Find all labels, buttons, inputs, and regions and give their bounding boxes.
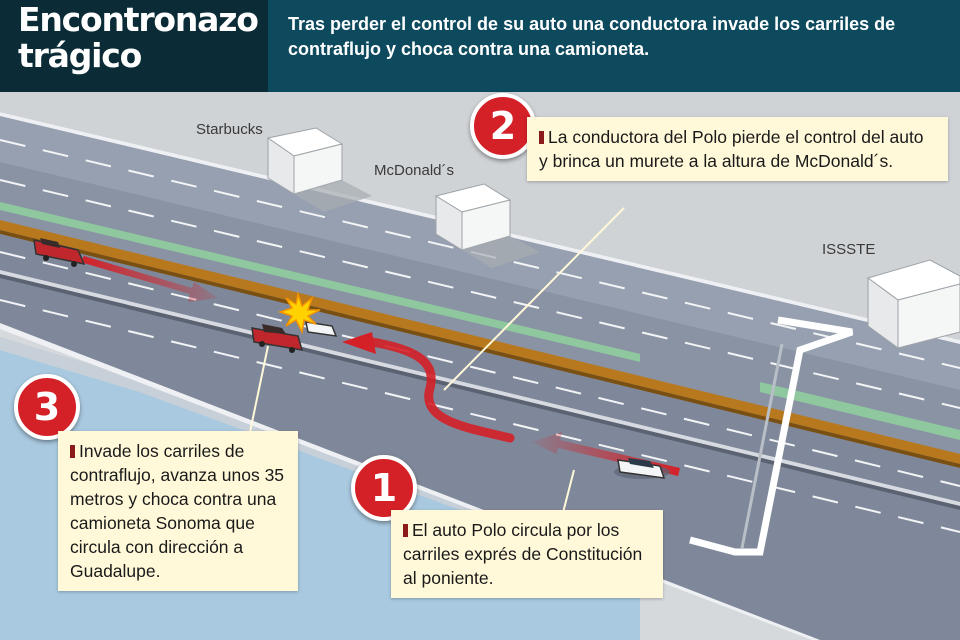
- place-label-mcdonalds: McDonald´s: [374, 162, 455, 179]
- trail-swerve: [367, 337, 515, 443]
- green-median: [0, 202, 640, 362]
- callout-step-2: La conductora del Polo pierde el control…: [527, 117, 948, 181]
- sonoma-truck-start: [33, 238, 86, 267]
- collision-burst-icon: [277, 291, 321, 335]
- orange-median-shadow: [0, 230, 960, 468]
- arrow-head-swerve: [342, 332, 376, 354]
- building-mcdonalds: [434, 183, 540, 268]
- building-issste: [866, 259, 960, 349]
- green-median-right: [760, 382, 960, 440]
- arrow-truck-path: [80, 256, 218, 302]
- callout-step-3: Invade los carriles de contraflujo, avan…: [58, 431, 298, 591]
- building-starbucks: [266, 127, 372, 212]
- title-line-2: trágico: [18, 36, 142, 75]
- lower-divider-shadow: [0, 274, 960, 510]
- lane-marking-3: [0, 251, 960, 487]
- bridge-outline: [689, 316, 854, 556]
- bullet-marker: [539, 131, 544, 144]
- bridge-pillar: [740, 343, 784, 549]
- callout-3-connector: [249, 345, 269, 433]
- bullet-marker: [70, 445, 75, 458]
- callout-step-1: El auto Polo circula por los carriles ex…: [391, 510, 663, 598]
- polo-car-start: [614, 458, 670, 479]
- title-line-1: Encontronazo: [18, 0, 259, 39]
- orange-median-wall: [0, 220, 960, 464]
- subtitle: Tras perder el control de su auto una co…: [288, 14, 896, 59]
- lower-divider: [0, 270, 960, 506]
- step-2-text: La conductora del Polo pierde el control…: [539, 127, 924, 171]
- collision-scene: [251, 321, 338, 353]
- place-label-starbucks: Starbucks: [196, 121, 263, 138]
- step-3-badge: 3: [14, 374, 80, 440]
- callout-2-connector: [443, 207, 625, 391]
- bullet-marker: [403, 524, 408, 537]
- step-3-text: Invade los carriles de contraflujo, avan…: [70, 441, 285, 581]
- place-label-issste: ISSSTE: [822, 241, 876, 258]
- lane-marking-4: [0, 299, 960, 533]
- step-1-text: El auto Polo circula por los carriles ex…: [403, 520, 643, 588]
- lane-marking-2: [0, 179, 960, 409]
